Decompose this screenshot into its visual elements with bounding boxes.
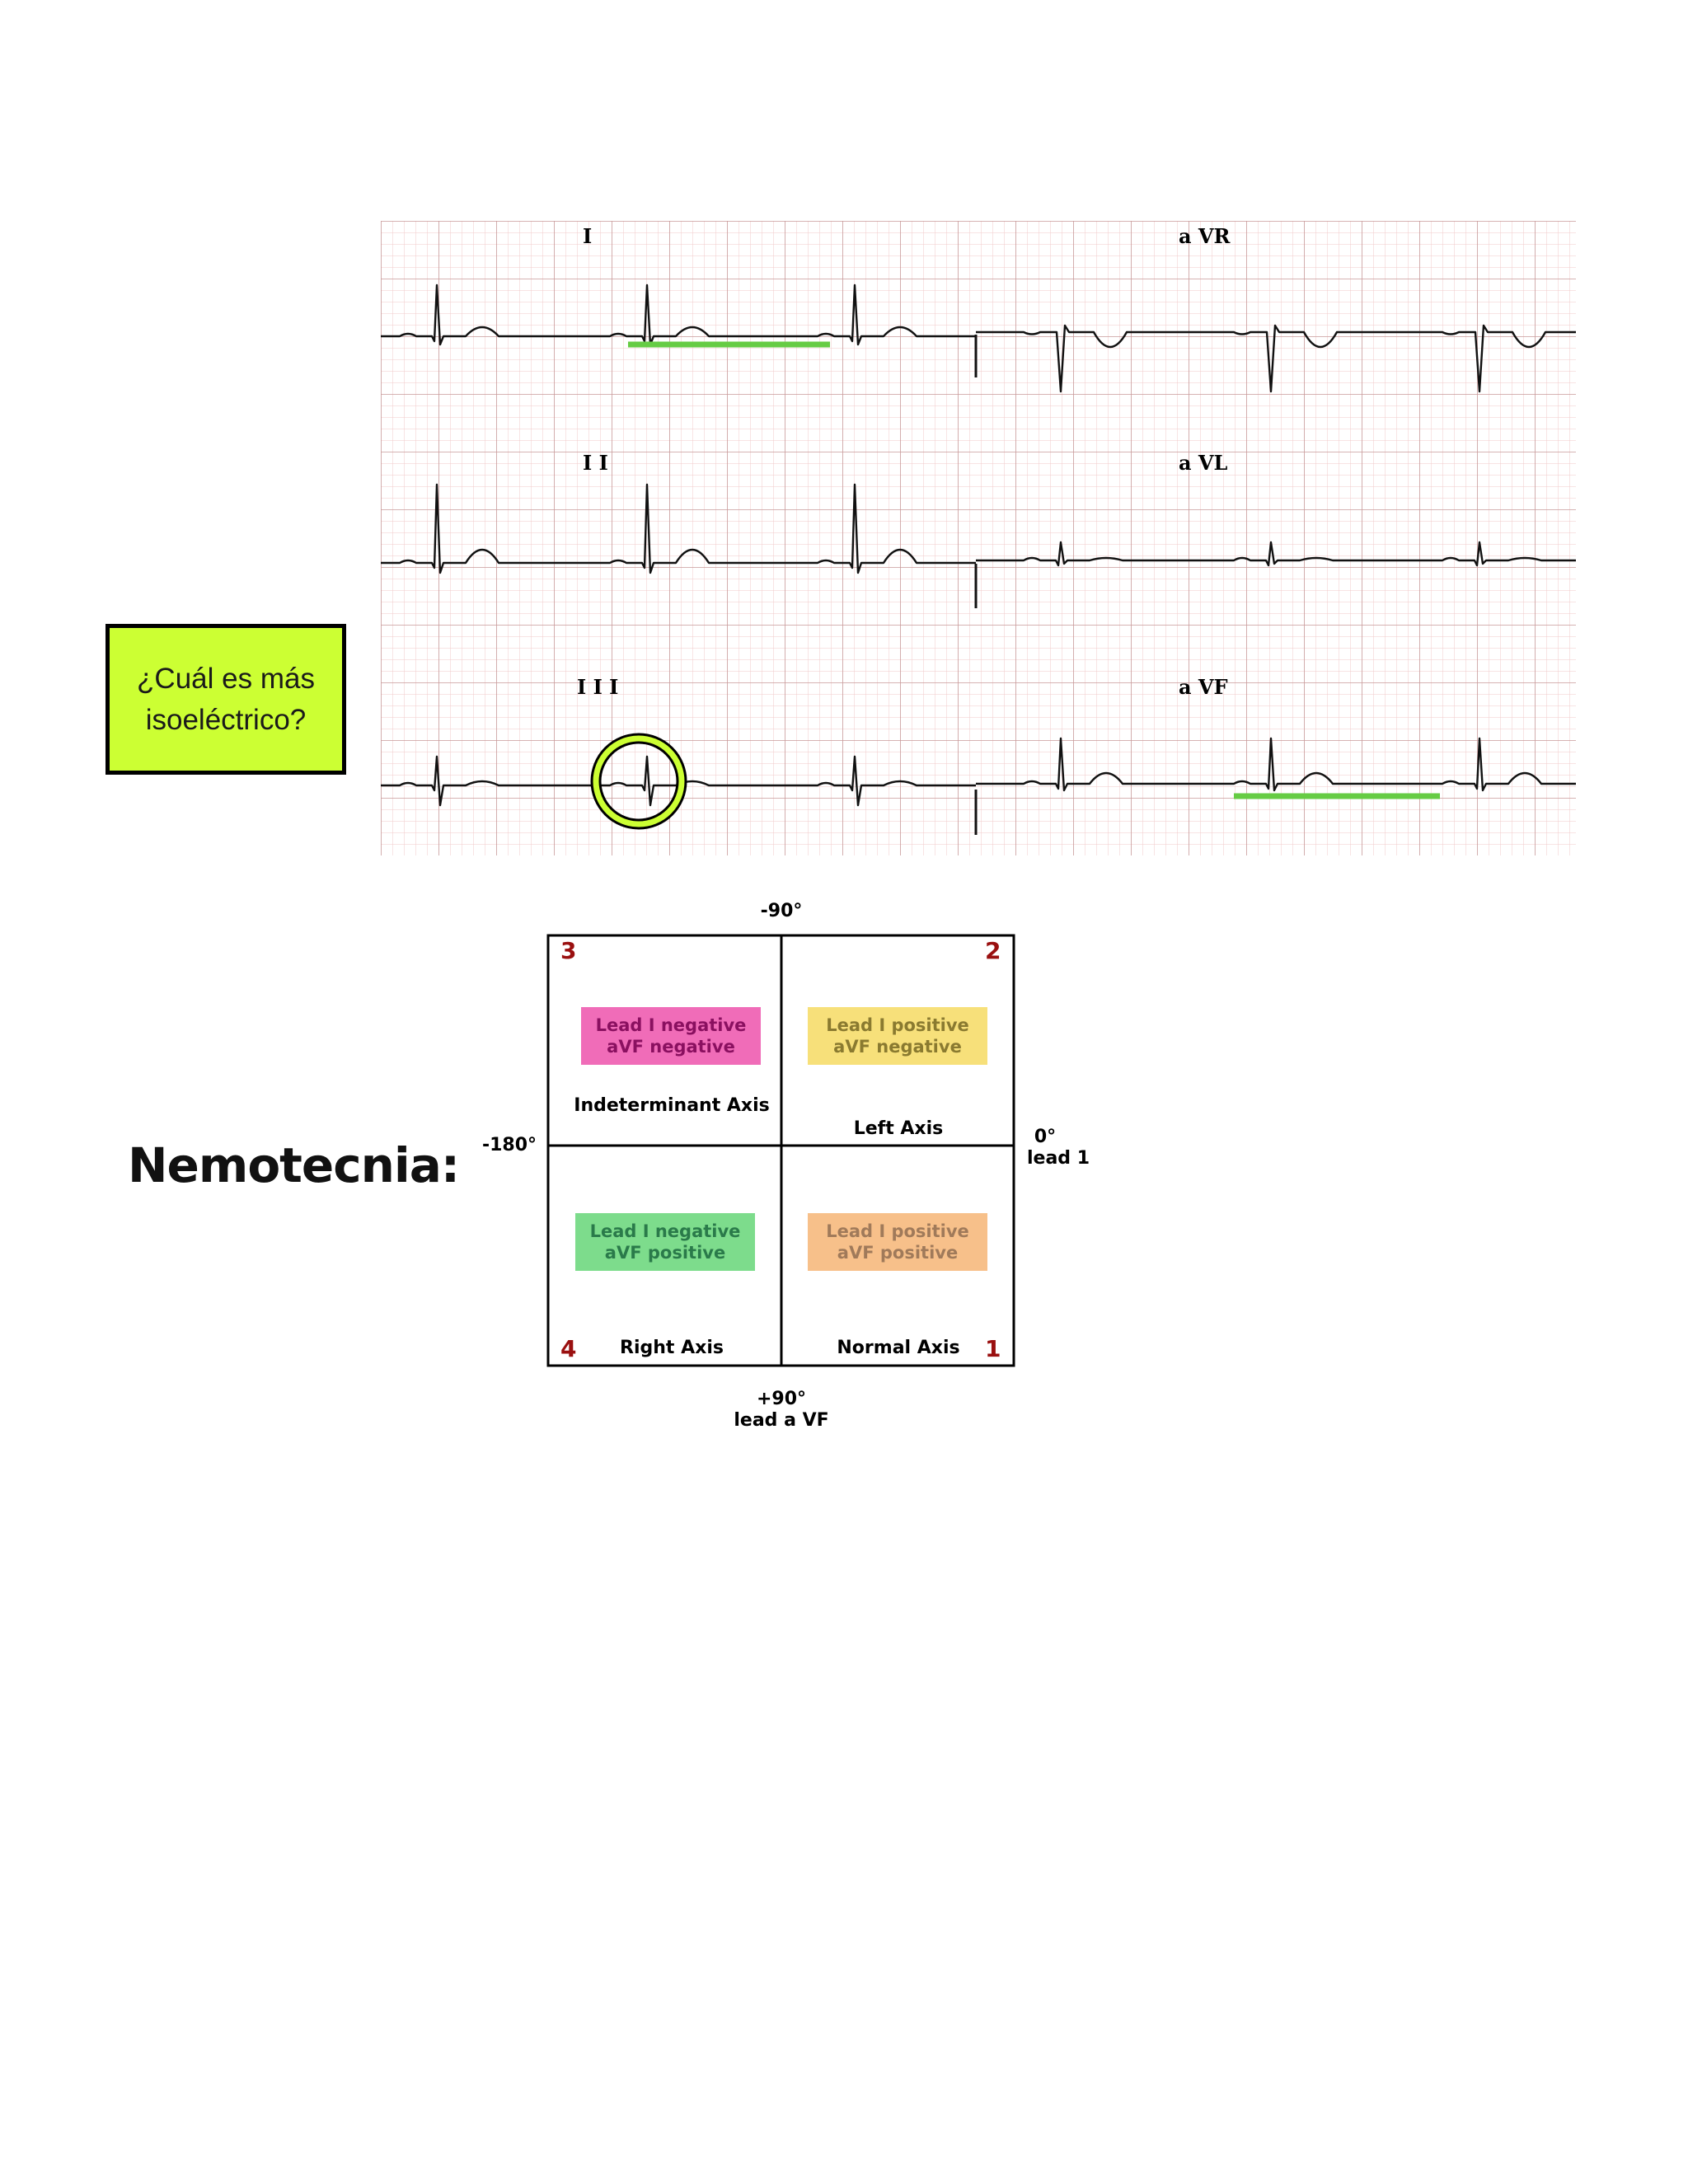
quadrant-number-3: 3	[560, 937, 577, 964]
quadrant-2-box: Lead I positive aVF negative	[808, 1007, 987, 1065]
ecg-trace	[381, 284, 976, 346]
ecg-trace	[976, 737, 1576, 792]
question-text: ¿Cuál es más isoeléctrico?	[137, 662, 315, 736]
ecg-trace	[976, 541, 1576, 567]
lead-label-aVL: a VL	[1179, 451, 1228, 475]
quadrant-1-name: Normal Axis	[837, 1338, 960, 1358]
quadrant-2-name: Left Axis	[853, 1118, 944, 1139]
quadrant-3-line1: Lead I negative	[595, 1015, 747, 1035]
axis-quadrant-diagram: -90° -180° 0° lead 1 +90° lead a VF 3 Le…	[470, 894, 1104, 1438]
quadrant-4-line2: aVF positive	[604, 1243, 726, 1263]
quadrant-3-line2: aVF negative	[607, 1037, 735, 1057]
axis-right-angle: 0°	[1034, 1127, 1057, 1147]
axis-bottom-angle: +90°	[756, 1389, 807, 1409]
quadrant-3-box: Lead I negative aVF negative	[581, 1007, 761, 1065]
quadrant-2-line1: Lead I positive	[826, 1015, 969, 1035]
quadrant-1-box: Lead I positive aVF positive	[808, 1213, 987, 1271]
lead-label-aVF: a VF	[1179, 675, 1228, 699]
quadrant-1-line2: aVF positive	[837, 1243, 959, 1263]
quadrant-4-name: Right Axis	[620, 1338, 724, 1358]
quadrant-4-box: Lead I negative aVF positive	[575, 1213, 755, 1271]
highlight-circle	[593, 735, 685, 827]
ecg-strip: I I I I I I a VR a VL a VF	[381, 221, 1576, 855]
quadrant-number-4: 4	[560, 1335, 577, 1362]
axis-right-lead: lead 1	[1026, 1148, 1090, 1169]
axis-left-angle: -180°	[481, 1135, 537, 1155]
quadrant-1-line1: Lead I positive	[826, 1221, 969, 1241]
ecg-trace	[381, 483, 976, 574]
quadrant-number-2: 2	[985, 937, 1001, 964]
axis-frame	[546, 934, 1015, 1367]
quadrant-4-line1: Lead I negative	[589, 1221, 741, 1241]
mnemonic-label: Nemotecnia:	[128, 1137, 460, 1193]
lead-label-III: I I I	[577, 675, 618, 699]
ecg-trace	[381, 755, 976, 807]
quadrant-2-line2: aVF negative	[833, 1037, 962, 1057]
quadrant-3-name: Indeterminant Axis	[574, 1095, 770, 1116]
lead-label-I: I	[583, 224, 592, 248]
question-callout: ¿Cuál es más isoeléctrico?	[106, 624, 346, 775]
ecg-trace	[976, 324, 1576, 393]
ecg-grid	[381, 221, 1576, 855]
axis-top-angle: -90°	[760, 901, 803, 921]
axis-bottom-lead: lead a VF	[734, 1410, 829, 1431]
lead-label-aVR: a VR	[1179, 224, 1231, 248]
lead-label-II: I I	[583, 451, 608, 475]
quadrant-number-1: 1	[985, 1335, 1001, 1362]
